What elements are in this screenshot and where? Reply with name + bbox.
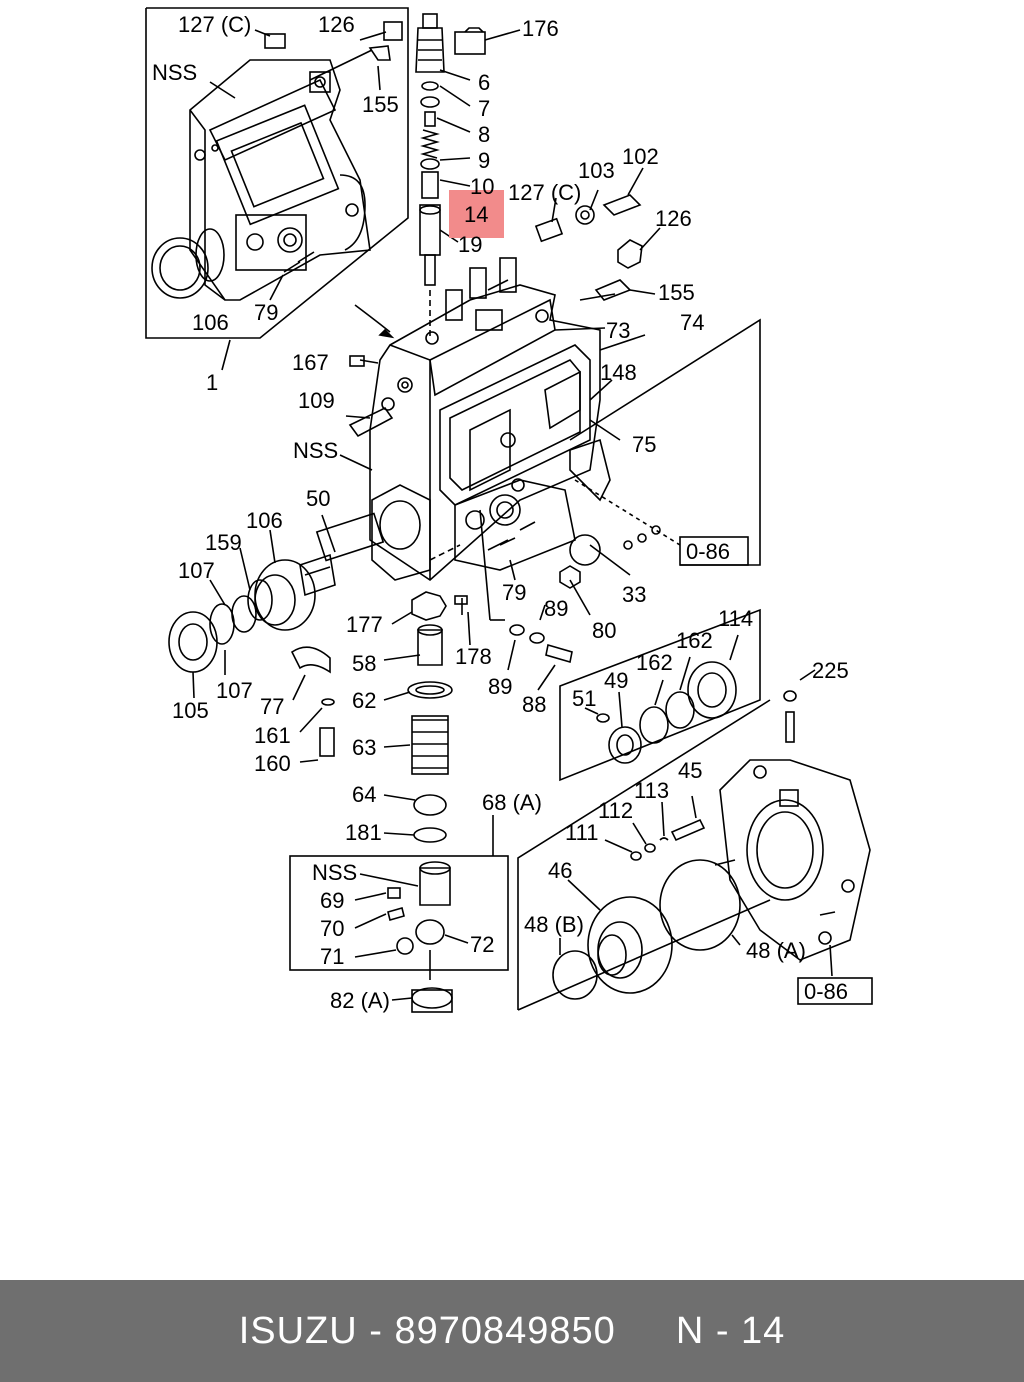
label-0-86-top: 0-86 [686, 539, 730, 564]
label-89-right: 89 [544, 596, 568, 621]
label-64: 64 [352, 782, 376, 807]
label-80: 80 [592, 618, 616, 643]
label-33: 33 [622, 582, 646, 607]
label-161: 161 [254, 723, 291, 748]
lower-stack [290, 509, 573, 843]
label-58: 58 [352, 651, 376, 676]
label-160: 160 [254, 751, 291, 776]
label-82a: 82 (A) [330, 988, 390, 1013]
label-126: 126 [655, 206, 692, 231]
label-127c: 127 (C) [508, 180, 581, 205]
callout-labels: 127 (C) 126 NSS 155 106 79 1 176 6 7 8 9… [152, 12, 849, 1013]
label-167: 167 [292, 350, 329, 375]
label-10: 10 [470, 174, 494, 199]
box-68a [289, 815, 509, 1013]
highlight-box [449, 190, 504, 238]
label-88: 88 [522, 692, 546, 717]
label-127c-inset: 127 (C) [178, 12, 251, 37]
label-106-inset: 106 [192, 310, 229, 335]
parts-diagram: 127 (C) 126 NSS 155 106 79 1 176 6 7 8 9… [145, 7, 873, 1013]
label-155: 155 [658, 280, 695, 305]
cover-box [569, 318, 761, 566]
label-89-left: 89 [488, 674, 512, 699]
label-107-top: 107 [178, 558, 215, 583]
label-63: 63 [352, 735, 376, 760]
footer-part-number: ISUZU - 8970849850 [238, 1309, 616, 1352]
label-8: 8 [478, 122, 490, 147]
label-177: 177 [346, 612, 383, 637]
label-176: 176 [522, 16, 559, 41]
label-48a: 48 (A) [746, 938, 806, 963]
label-nss-inset: NSS [152, 60, 197, 85]
label-162-right: 162 [676, 628, 713, 653]
label-75: 75 [632, 432, 656, 457]
label-111: 111 [565, 820, 598, 845]
label-49: 49 [604, 668, 628, 693]
label-74: 74 [680, 310, 704, 335]
label-nss-box: NSS [312, 860, 357, 885]
label-45: 45 [678, 758, 702, 783]
label-9: 9 [478, 148, 490, 173]
label-105: 105 [172, 698, 209, 723]
fittings-right [534, 167, 661, 301]
footer-bar: ISUZU - 8970849850 N - 14 [0, 1280, 1024, 1382]
label-70: 70 [320, 916, 344, 941]
label-126-inset: 126 [318, 12, 355, 37]
label-159: 159 [205, 530, 242, 555]
label-51: 51 [572, 686, 596, 711]
label-69: 69 [320, 888, 344, 913]
label-106: 106 [246, 508, 283, 533]
footer-reference: N - 14 [675, 1309, 786, 1352]
main-pump-body [168, 257, 646, 699]
label-181: 181 [345, 820, 382, 845]
delivery-valve-stack [415, 13, 521, 340]
label-19: 19 [458, 232, 482, 257]
label-178: 178 [455, 644, 492, 669]
label-79-inset: 79 [254, 300, 278, 325]
label-102: 102 [622, 144, 659, 169]
label-109: 109 [298, 388, 335, 413]
label-14: 14 [464, 202, 488, 227]
label-48b: 48 (B) [524, 912, 584, 937]
label-113: 113 [634, 778, 669, 803]
label-62: 62 [352, 688, 376, 713]
label-nss-main: NSS [293, 438, 338, 463]
label-79: 79 [502, 580, 526, 605]
label-68a: 68 (A) [482, 790, 542, 815]
label-225: 225 [812, 658, 849, 683]
label-6: 6 [478, 70, 490, 95]
label-107-bottom: 107 [216, 678, 253, 703]
label-162-left: 162 [636, 650, 673, 675]
label-148: 148 [600, 360, 637, 385]
label-72: 72 [470, 932, 494, 957]
label-155-inset: 155 [362, 92, 399, 117]
label-73: 73 [606, 318, 630, 343]
label-7: 7 [478, 96, 490, 121]
label-114: 114 [718, 606, 753, 631]
label-0-86-bottom: 0-86 [804, 979, 848, 1004]
label-77: 77 [260, 694, 284, 719]
label-50: 50 [306, 486, 330, 511]
label-103: 103 [578, 158, 615, 183]
label-46: 46 [548, 858, 572, 883]
label-112: 112 [598, 798, 633, 823]
inset-pump-body [145, 7, 409, 371]
label-1: 1 [206, 370, 218, 395]
label-71: 71 [320, 944, 344, 969]
end-housing [517, 669, 873, 1011]
bearing-box [559, 608, 761, 782]
